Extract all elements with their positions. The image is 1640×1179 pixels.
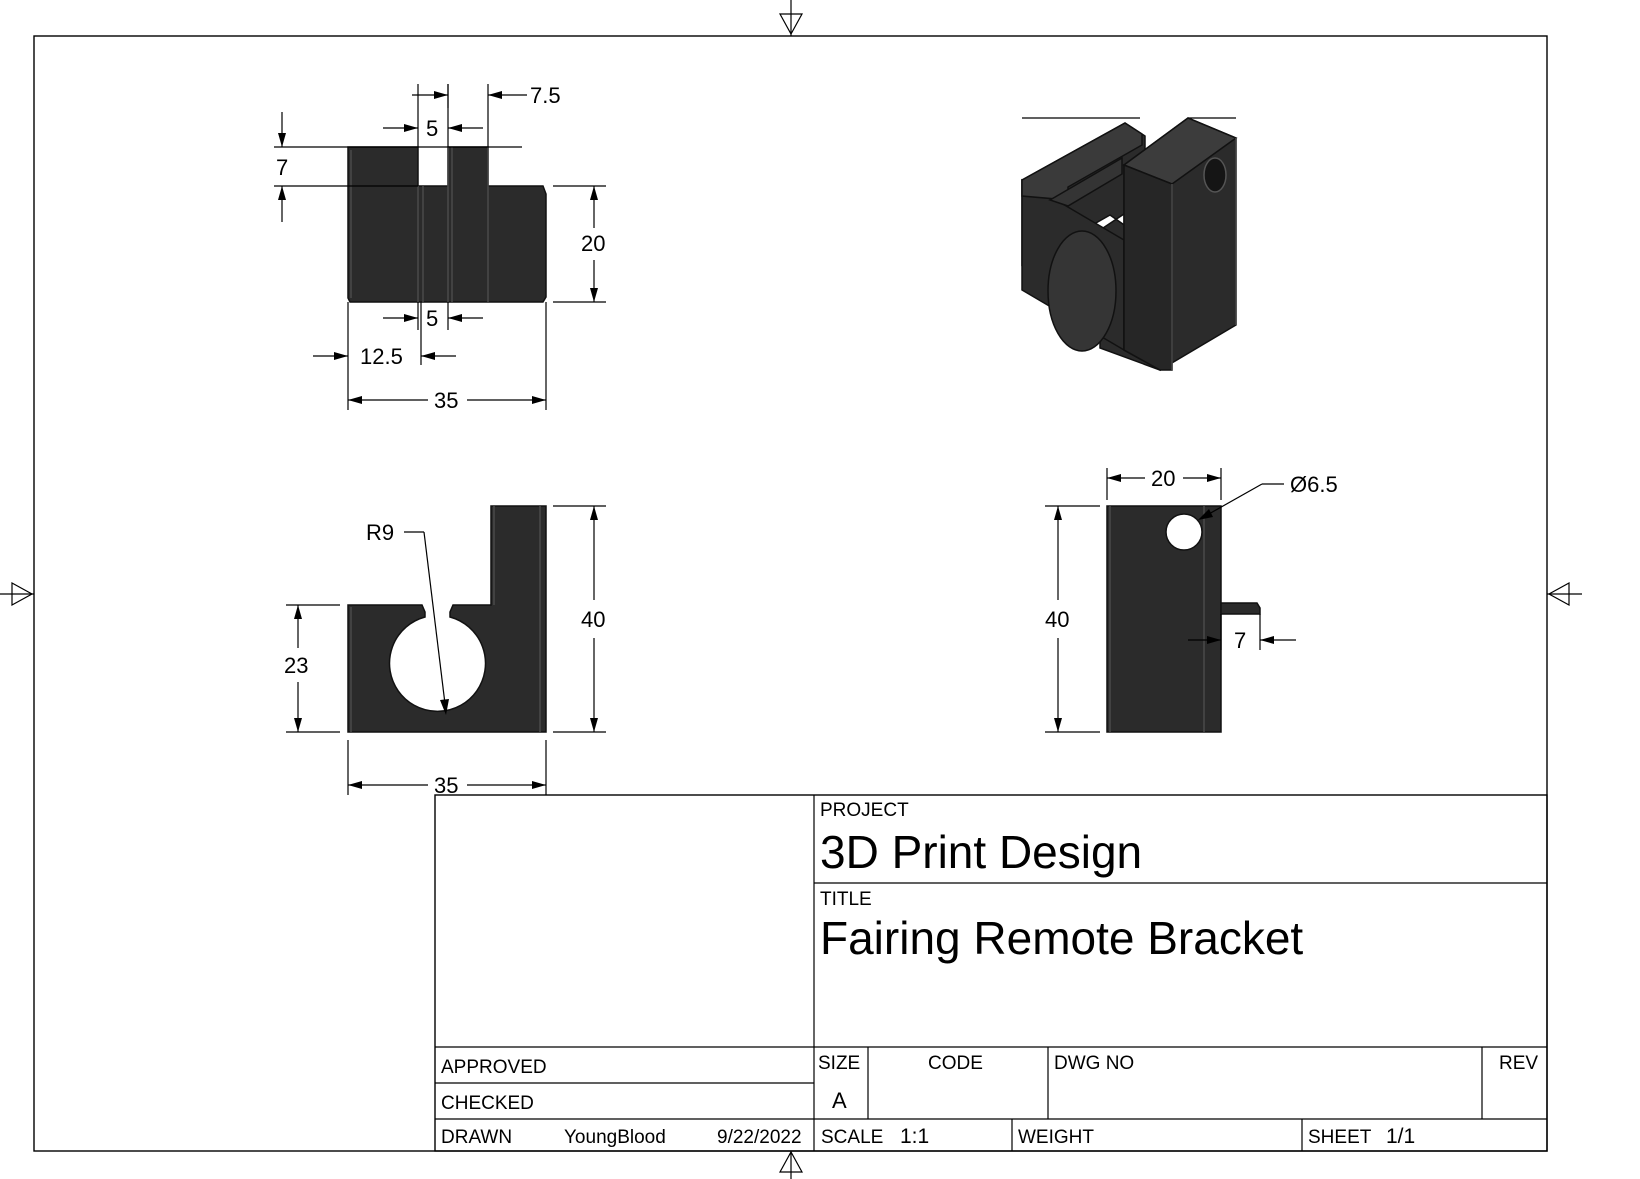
side-hole <box>1165 513 1203 551</box>
side-view-body <box>1106 505 1222 733</box>
dim-label: 23 <box>284 653 308 678</box>
checked-label: CHECKED <box>441 1093 534 1114</box>
title-block: PROJECT 3D Print Design TITLE Fairing Re… <box>434 794 1548 1152</box>
dim-top-height: 20 <box>553 185 606 303</box>
dim-top-slot-width: 5 <box>383 84 483 147</box>
dim-side-height: 40 <box>1045 505 1100 733</box>
dim-label: 20 <box>581 231 605 256</box>
dwg-no-label: DWG NO <box>1054 1053 1134 1074</box>
drawn-by: YoungBlood <box>564 1127 666 1148</box>
dim-label: 5 <box>426 116 438 141</box>
mounting-hole <box>1203 157 1227 193</box>
code-label: CODE <box>928 1053 983 1074</box>
dim-side-width: 20 <box>1106 466 1222 500</box>
title-value: Fairing Remote Bracket <box>820 912 1303 964</box>
dim-front-height-left: 23 <box>284 604 340 733</box>
dim-side-tab: 7 <box>1188 614 1296 653</box>
size-label: SIZE <box>818 1053 860 1074</box>
sheet-label: SHEET <box>1308 1127 1372 1148</box>
size-value: A <box>832 1088 847 1113</box>
scale-value: 1:1 <box>900 1125 929 1148</box>
dim-label: 7 <box>276 155 288 180</box>
centering-mark-left <box>0 581 34 607</box>
dim-label: Ø6.5 <box>1290 472 1338 497</box>
dim-label: 35 <box>434 773 458 798</box>
dim-label: 12.5 <box>360 344 403 369</box>
dim-radius: R9 <box>366 520 449 715</box>
dim-label: R9 <box>366 520 394 545</box>
weight-label: WEIGHT <box>1018 1127 1094 1148</box>
dim-slot-position: 12.5 <box>313 302 456 410</box>
sheet-value: 1/1 <box>1386 1125 1415 1148</box>
dim-bottom-slot-width: 5 <box>383 302 483 331</box>
drawn-label: DRAWN <box>441 1127 512 1148</box>
dim-label: 40 <box>581 607 605 632</box>
centering-mark-bottom <box>778 1150 804 1179</box>
dim-label: 5 <box>426 306 438 331</box>
top-view: 5 7.5 7 20 <box>274 83 606 413</box>
title-label: TITLE <box>820 889 872 910</box>
dim-label: 7.5 <box>530 83 561 108</box>
approved-label: APPROVED <box>441 1057 547 1078</box>
centering-mark-top <box>778 0 804 36</box>
rev-label: REV <box>1499 1053 1538 1074</box>
dim-top-offset: 7.5 <box>412 83 561 147</box>
project-value: 3D Print Design <box>820 826 1142 878</box>
dim-front-height-total: 40 <box>553 505 606 733</box>
bore-hole <box>1047 230 1117 352</box>
project-label: PROJECT <box>820 800 909 821</box>
centering-mark-right <box>1547 581 1582 607</box>
dim-label: 20 <box>1151 466 1175 491</box>
top-view-body <box>347 146 547 303</box>
front-view: R9 23 40 <box>284 505 606 798</box>
dim-top-depth: 7 <box>274 112 522 222</box>
dim-label: 40 <box>1045 607 1069 632</box>
front-view-body <box>347 505 547 733</box>
dim-label: 35 <box>434 388 458 413</box>
isometric-view <box>1021 117 1238 372</box>
drawn-date: 9/22/2022 <box>717 1127 802 1148</box>
side-view: 20 Ø6.5 40 7 <box>1045 466 1338 733</box>
scale-label: SCALE <box>821 1127 883 1148</box>
dim-label: 7 <box>1234 628 1246 653</box>
dim-hole-diameter: Ø6.5 <box>1198 472 1338 520</box>
dim-top-width: 35 <box>348 302 547 413</box>
sheet-border <box>33 35 1548 1152</box>
dim-front-width: 35 <box>347 740 547 798</box>
